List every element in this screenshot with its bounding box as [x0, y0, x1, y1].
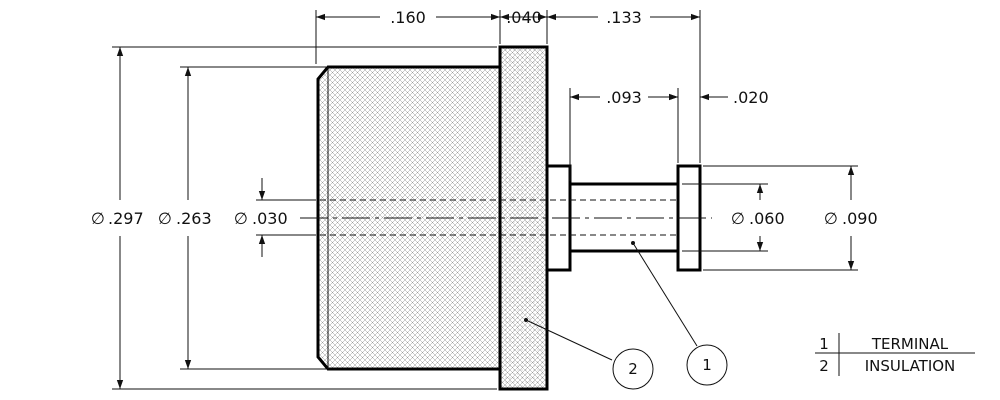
dim-len-body: .160	[316, 8, 500, 27]
dim-len-shank-label: .093	[606, 88, 642, 107]
bill-of-materials: 1 TERMINAL 2 INSULATION	[815, 333, 975, 376]
dim-dia-body-symbol: ∅	[158, 209, 172, 228]
balloon-2-number: 2	[628, 360, 638, 378]
dim-len-shank: .093	[570, 88, 678, 107]
dim-dia-head: ∅ .090	[824, 166, 878, 270]
dim-dia-body: ∅ .263	[158, 67, 212, 369]
dim-len-flange: .040	[500, 8, 547, 27]
dim-len-flange-label: .040	[506, 8, 542, 27]
dim-dia-shank-symbol: ∅	[731, 209, 745, 228]
dim-dia-hole: ∅ .030	[234, 178, 288, 257]
dim-dia-hole-label: .030	[252, 209, 288, 228]
dim-dia-shank: ∅ .060	[731, 184, 785, 251]
balloon-1: 1	[631, 241, 728, 386]
bom-item-1-number: 1	[819, 335, 829, 353]
dim-dia-body-label: .263	[176, 209, 212, 228]
bom-item-2-description: INSULATION	[865, 357, 956, 375]
dim-dia-flange-symbol: ∅	[91, 209, 105, 228]
dim-len-terminal-label: .133	[606, 8, 642, 27]
dim-dia-flange-label: .297	[108, 209, 144, 228]
dim-dia-hole-symbol: ∅	[234, 209, 248, 228]
dim-len-head: .020	[658, 88, 769, 107]
dim-len-body-label: .160	[390, 8, 426, 27]
balloon-1-number: 1	[702, 356, 712, 374]
balloon-2: 2	[524, 318, 654, 390]
dim-len-head-label: .020	[733, 88, 769, 107]
bom-item-2-number: 2	[819, 357, 829, 375]
dim-len-terminal: .133	[547, 8, 700, 27]
extension-lines	[112, 10, 858, 390]
dim-dia-head-label: .090	[842, 209, 878, 228]
dim-dia-shank-label: .060	[749, 209, 785, 228]
dim-dia-flange: ∅ .297	[91, 47, 144, 389]
bom-item-1-description: TERMINAL	[871, 335, 949, 353]
dim-dia-head-symbol: ∅	[824, 209, 838, 228]
